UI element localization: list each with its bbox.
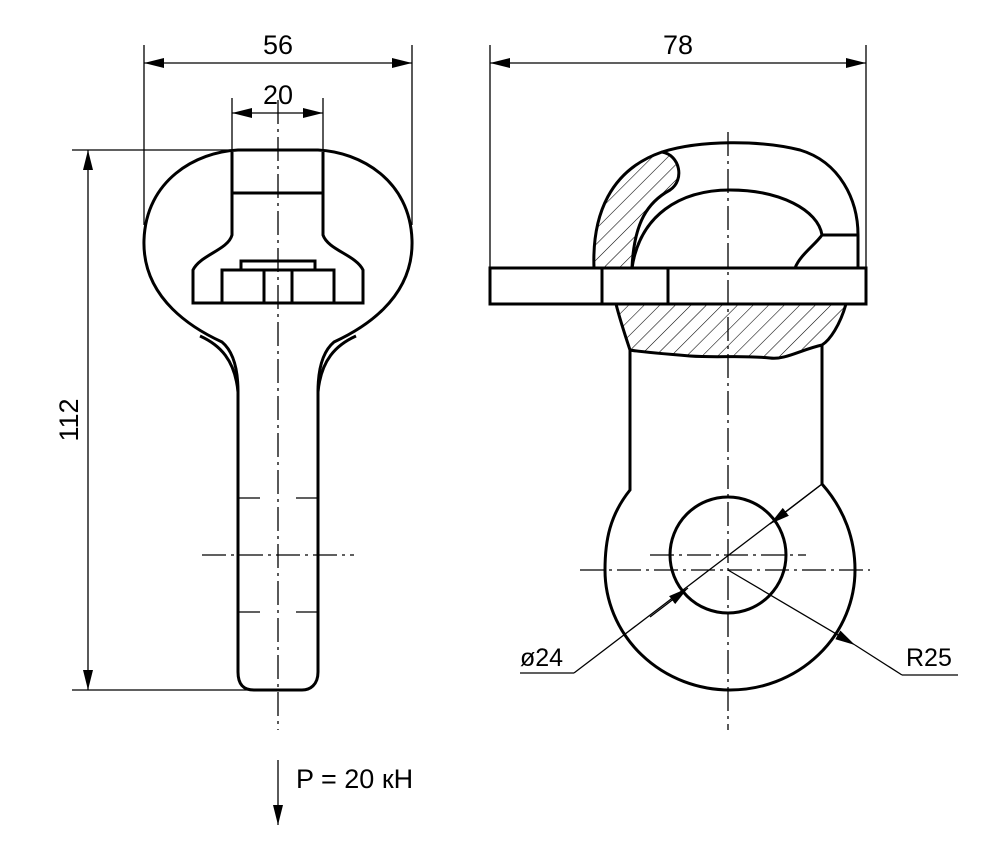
front-dimensions: 56 20 112 P = 20 кН [54, 30, 413, 825]
eye-body [603, 345, 857, 692]
dim-r25-leader [727, 569, 856, 646]
dim-56-label: 56 [263, 30, 293, 60]
side-view [488, 132, 870, 730]
load-label: P = 20 кН [296, 764, 413, 794]
neck-shading-right [316, 334, 357, 393]
front-view-outline [142, 148, 414, 692]
dim-d24-label: ø24 [520, 644, 563, 672]
hook-inner [630, 188, 824, 269]
dim-r25-label: R25 [906, 644, 952, 672]
side-dimensions: 78 ø24 R25 [489, 30, 958, 676]
neck-shading-left [199, 334, 240, 393]
hook-outer [661, 141, 860, 236]
dim-112-label: 112 [54, 398, 84, 441]
dim-20-label: 20 [263, 80, 293, 110]
hook-section-hatch [592, 150, 681, 270]
hook-tip [793, 234, 824, 269]
dim-78-label: 78 [663, 30, 693, 60]
mounting-plate [488, 266, 868, 306]
body-section-hatch [614, 302, 848, 360]
front-view [142, 100, 414, 730]
